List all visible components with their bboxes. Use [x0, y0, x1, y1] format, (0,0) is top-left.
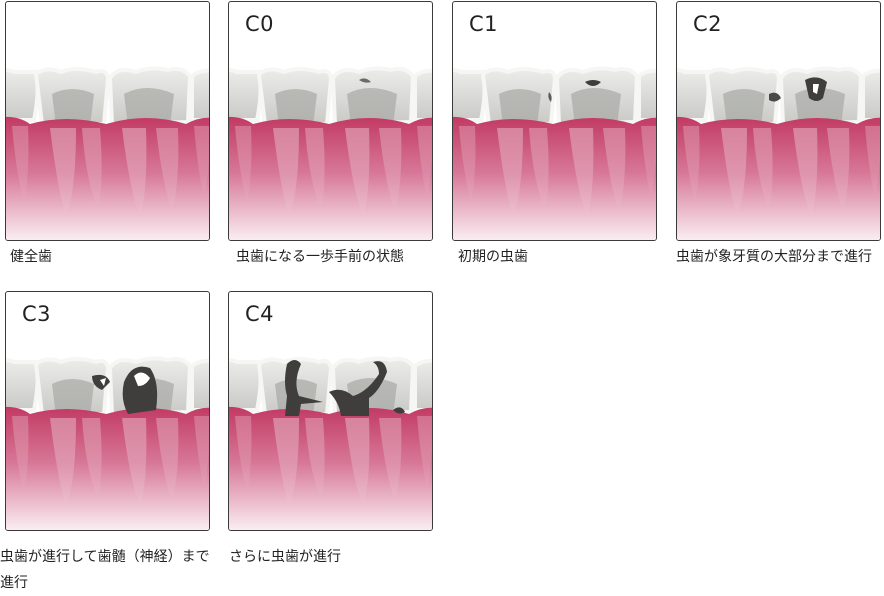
caption-healthy: 健全歯: [10, 249, 52, 265]
enamel-decay: [585, 80, 601, 86]
panel-c4: C4: [228, 291, 433, 531]
stage-label: C3: [22, 302, 52, 326]
panel-c1: C1: [452, 1, 657, 241]
c0-tooth-illustration: [229, 66, 432, 240]
c3-tooth-illustration: [6, 356, 209, 530]
decay-hollow: [813, 84, 819, 94]
stage-label: C4: [245, 302, 275, 326]
stage-label: C2: [693, 12, 723, 36]
panel-c0: C0: [228, 1, 433, 241]
stage-label: C1: [469, 12, 499, 36]
residual-decay: [393, 407, 405, 414]
caption-c4: さらに虫歯が進行: [229, 549, 341, 565]
side-decay: [769, 92, 781, 102]
caption-c1: 初期の虫歯: [458, 249, 528, 265]
caption-c0: 虫歯になる一歩手前の状態: [236, 249, 404, 265]
early-decay-spot: [359, 78, 371, 83]
stage-label: C0: [245, 12, 275, 36]
side-decay: [548, 92, 552, 102]
caption-c3: 虫歯が進行して歯髄（神経）まで進行: [0, 549, 210, 591]
c2-tooth-illustration: [677, 66, 880, 240]
side-hollow: [100, 378, 106, 386]
caption-c2: 虫歯が象牙質の大部分まで進行: [676, 249, 872, 265]
panel-c2: C2: [676, 1, 881, 241]
panel-c3: C3: [5, 291, 210, 531]
crown-destroyed-right: [329, 361, 387, 416]
c1-tooth-illustration: [453, 66, 656, 240]
decay-hollow: [134, 372, 150, 386]
healthy-tooth-illustration: [6, 66, 209, 240]
panel-healthy: [5, 1, 210, 241]
crown-destroyed-left: [285, 360, 323, 416]
c4-tooth-illustration: [229, 356, 432, 530]
